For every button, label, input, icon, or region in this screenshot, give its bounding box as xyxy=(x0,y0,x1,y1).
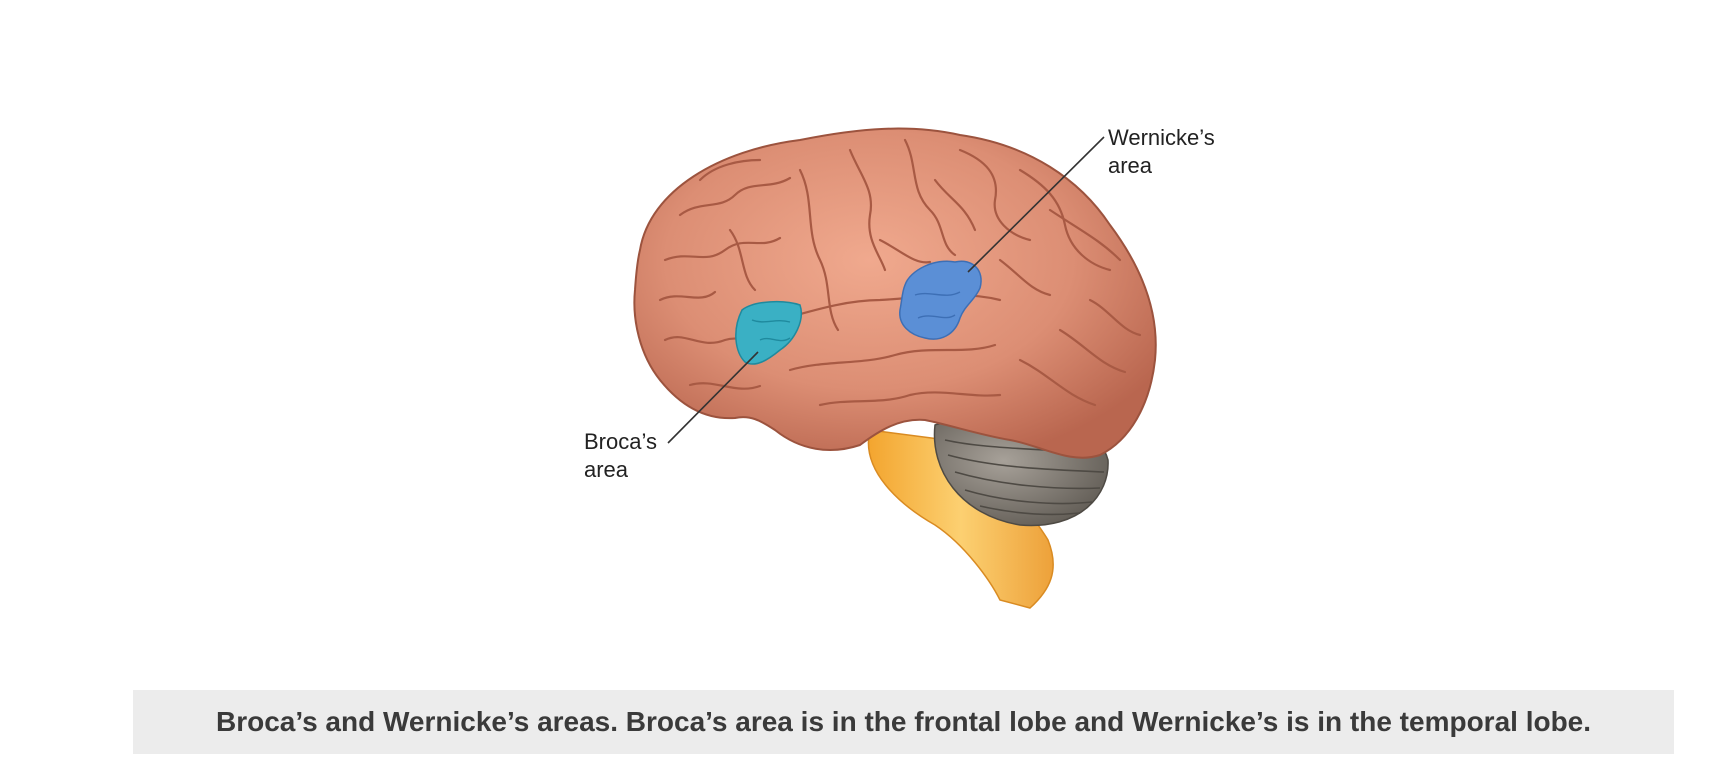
broca-label: Broca’s area xyxy=(584,428,657,484)
wernicke-area-texture xyxy=(914,291,961,319)
broca-leader-line xyxy=(667,351,759,444)
figure-caption: Broca’s and Wernicke’s areas. Broca’s ar… xyxy=(215,706,1592,737)
broca-label-line1: Broca’s xyxy=(584,429,657,454)
cerebral-cortex xyxy=(633,127,1157,459)
broca-area-texture xyxy=(751,319,791,342)
wernicke-label: Wernicke’s area xyxy=(1108,124,1215,180)
wernicke-area xyxy=(899,260,982,340)
gyri-texture xyxy=(658,138,1142,407)
broca-area xyxy=(735,300,802,365)
wernicke-label-line1: Wernicke’s xyxy=(1108,125,1215,150)
wernicke-leader-line xyxy=(967,136,1105,273)
figure-caption-box: Broca’s and Wernicke’s areas. Broca’s ar… xyxy=(133,690,1674,754)
broca-label-line2: area xyxy=(584,457,629,482)
wernicke-label-line2: area xyxy=(1108,153,1153,178)
